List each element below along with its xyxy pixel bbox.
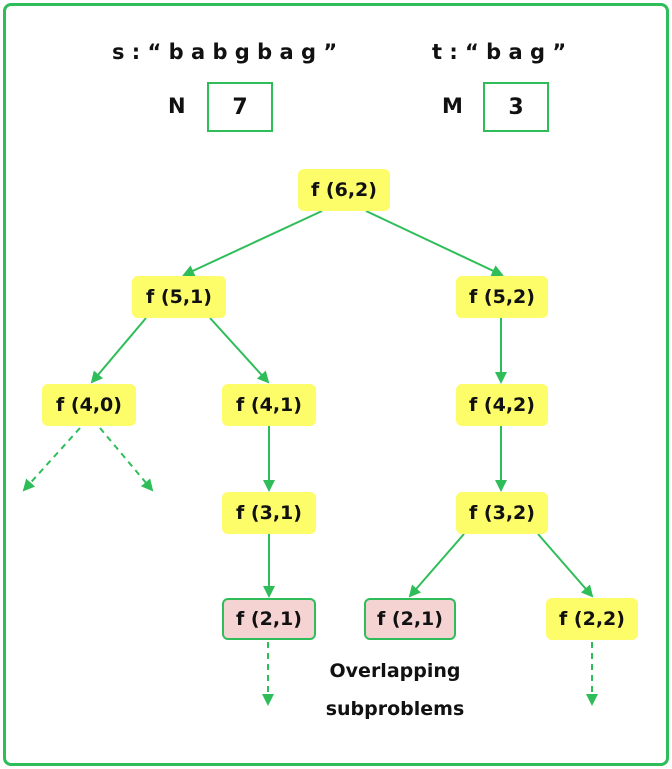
tree-node-f41: f (4,1) <box>222 384 316 426</box>
string-s-label: s : “ b a b g b a g ” <box>112 40 338 64</box>
edge-f32-f21b <box>408 533 465 598</box>
continuation-arrow-f40-right <box>99 427 154 492</box>
tree-node-f31: f (3,1) <box>222 492 316 534</box>
edge-f62-f51 <box>182 210 323 277</box>
n-value-box: 7 <box>207 82 273 132</box>
overlapping-node-f21a: f (2,1) <box>222 598 316 640</box>
m-label: M <box>442 94 463 118</box>
tree-node-f42: f (4,2) <box>456 384 548 426</box>
tree-node-f52: f (5,2) <box>456 276 548 318</box>
overlap-annotation: Overlapping subproblems <box>300 652 490 728</box>
overlapping-node-f21b: f (2,1) <box>364 598 456 640</box>
annotation-line-2: subproblems <box>325 698 465 720</box>
tree-node-f40: f (4,0) <box>42 384 136 426</box>
tree-node-f51: f (5,1) <box>132 276 226 318</box>
annotation-line-1: Overlapping <box>329 660 461 682</box>
edge-f51-f41 <box>209 317 270 384</box>
tree-node-f22: f (2,2) <box>546 598 638 640</box>
edge-f62-f52 <box>365 210 504 277</box>
tree-node-f32: f (3,2) <box>456 492 548 534</box>
continuation-arrow-f40-left <box>22 427 81 492</box>
m-value-box: 3 <box>483 82 549 132</box>
n-label: N <box>168 94 186 118</box>
string-t-label: t : “ b a g ” <box>432 40 567 64</box>
tree-node-f62: f (6,2) <box>298 169 390 211</box>
edge-f51-f40 <box>90 317 147 384</box>
edge-f32-f22 <box>537 533 594 598</box>
